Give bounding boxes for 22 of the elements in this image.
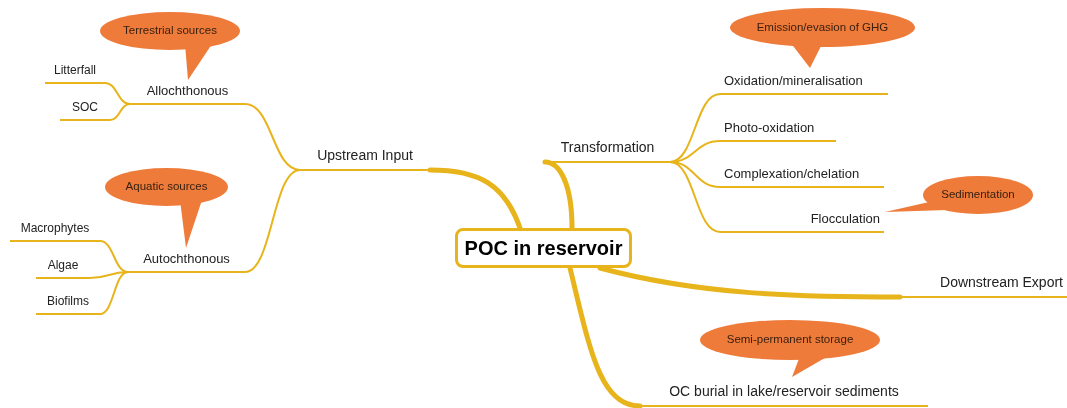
topic-label: Transformation [545,140,670,163]
topic-label: Macrophytes [10,219,100,242]
branch-line [244,169,301,273]
branch-line [669,161,721,233]
topic-label: Upstream Input [300,148,430,171]
topic-label: Downstream Export [900,275,1067,298]
topic-label: Complexation/chelation [720,165,884,188]
topic-label: Oxidation/mineralisation [720,72,888,95]
branch-line [99,271,129,315]
branch-line [109,103,131,121]
topic-label: Photo-oxidation [720,119,836,142]
topic-label: Algae [36,256,90,279]
topic-label: OC burial in lake/reservoir sediments [640,384,928,407]
topic-label: Autochthonous [128,250,245,273]
branch-line [104,82,131,105]
topic-label: SOC [60,98,110,121]
topic-label: Biofilms [36,292,100,315]
topic-label: Flocculation [720,210,884,233]
speech-bubble: Aquatic sources [105,168,228,248]
topic-label: Litterfall [45,61,105,84]
topic-label: Allochthonous [130,82,245,105]
central-topic-box: POC in reservoir [455,228,632,268]
